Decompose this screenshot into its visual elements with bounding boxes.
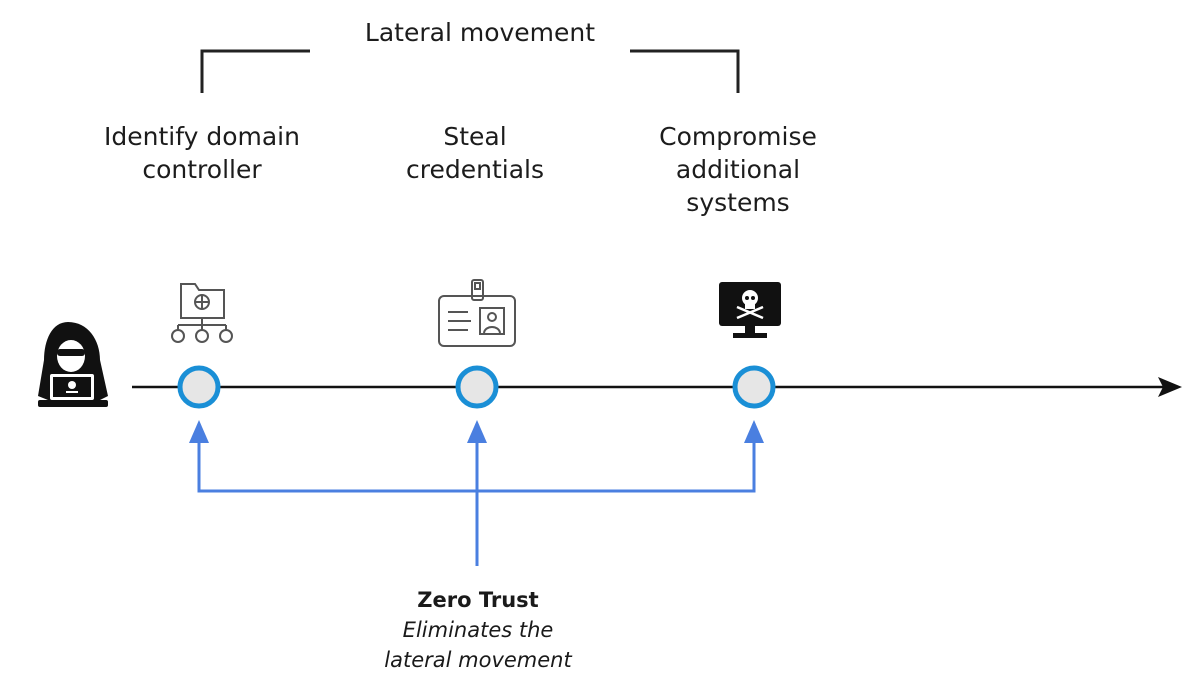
id-badge-icon bbox=[438, 279, 516, 347]
zero-trust-arrow-3 bbox=[744, 420, 764, 443]
zero-trust-arrow-2 bbox=[467, 420, 487, 443]
timeline-node-3 bbox=[732, 365, 776, 409]
zero-trust-title: Zero Trust bbox=[417, 588, 539, 612]
step-label-compromise-systems: Compromise additional systems bbox=[659, 122, 817, 217]
step-label-identify-domain-controller: Identify domain controller bbox=[104, 122, 300, 184]
network-folder-icon bbox=[171, 283, 233, 343]
timeline-arrowhead bbox=[1158, 377, 1182, 397]
zero-trust-connector bbox=[197, 438, 756, 566]
hacker-icon bbox=[38, 322, 108, 407]
timeline-node-1 bbox=[177, 365, 221, 409]
zero-trust-description: Eliminates the lateral movement bbox=[384, 618, 572, 672]
lateral-movement-title: Lateral movement bbox=[364, 18, 596, 47]
zero-trust-arrow-1 bbox=[189, 420, 209, 443]
lateral-movement-bracket bbox=[200, 49, 740, 93]
step-label-steal-credentials: Steal credentials bbox=[406, 122, 544, 184]
timeline-node-2 bbox=[455, 365, 499, 409]
infected-monitor-icon bbox=[719, 282, 781, 338]
